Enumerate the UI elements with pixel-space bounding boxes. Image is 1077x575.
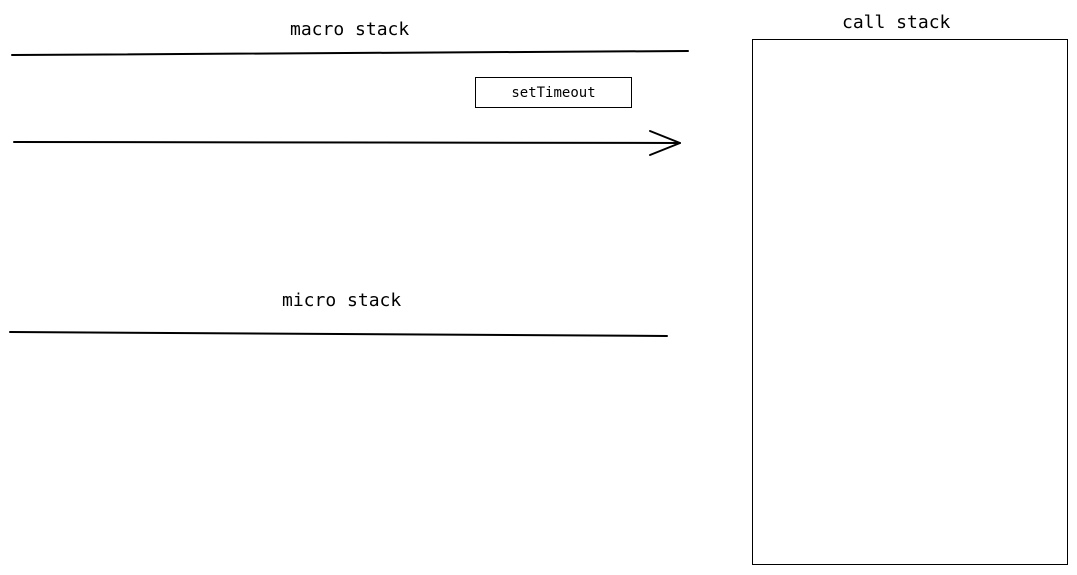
micro-stack-divider <box>9 331 668 337</box>
flow-arrow-head <box>649 130 681 156</box>
macro-task-settimeout: setTimeout <box>475 77 632 108</box>
call-stack-box <box>752 39 1068 565</box>
macro-stack-label: macro stack <box>290 19 410 40</box>
macro-stack-divider <box>11 50 689 56</box>
call-stack-label: call stack <box>842 12 951 33</box>
micro-stack-label: micro stack <box>282 290 402 311</box>
flow-arrow-shaft <box>13 141 681 144</box>
